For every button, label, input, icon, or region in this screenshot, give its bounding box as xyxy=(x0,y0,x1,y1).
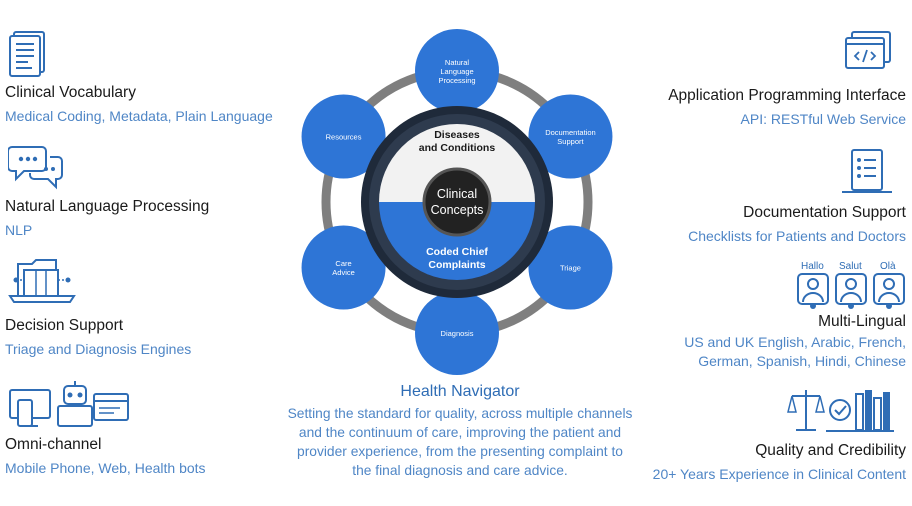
outer-node-label: Resources xyxy=(326,133,362,142)
outer-node xyxy=(528,225,613,310)
greeting-label: Hallo xyxy=(801,261,824,272)
outer-node-label: Documentation xyxy=(545,128,595,137)
feature-documentation-support: Documentation Support Checklists for Pat… xyxy=(688,204,906,246)
description-line: the final diagnosis and care advice. xyxy=(352,463,568,478)
outer-node-label: Processing xyxy=(438,76,475,85)
feature-omni-channel: Omni-channel Mobile Phone, Web, Health b… xyxy=(5,436,206,478)
outer-node-label: Diagnosis xyxy=(441,329,474,338)
devices-robot-icon xyxy=(9,381,129,427)
core-label-line-1: Clinical xyxy=(437,187,477,201)
lower-label-line-2: Complaints xyxy=(428,259,485,271)
outer-node xyxy=(301,94,386,179)
feature-multi-lingual: Multi-Lingual US and UK English, Arabic,… xyxy=(684,313,906,371)
core-circle xyxy=(422,167,492,237)
feature-title: Decision Support xyxy=(5,317,124,334)
feature-subtitle: Triage and Diagnosis Engines xyxy=(5,341,192,357)
outer-node-label: Care xyxy=(335,259,351,268)
outer-node-label: Triage xyxy=(560,264,581,273)
outer-node xyxy=(415,291,499,375)
chat-bubbles-icon xyxy=(8,146,63,190)
health-navigator-diagram: NaturalLanguageProcessingDocumentationSu… xyxy=(301,29,613,375)
core-label-line-2: Concepts xyxy=(431,203,484,217)
people-speaking-icon xyxy=(797,273,905,309)
outer-node-label: Language xyxy=(440,67,473,76)
upper-label-line-1: Diseases xyxy=(434,129,480,141)
feature-subtitle: NLP xyxy=(5,222,33,238)
health-navigator-title: Health Navigator xyxy=(400,383,520,400)
outer-node-label: Support xyxy=(557,137,584,146)
feature-subtitle: Checklists for Patients and Doctors xyxy=(688,228,906,244)
feature-title: Documentation Support xyxy=(743,204,906,221)
feature-title: Omni-channel xyxy=(5,436,102,453)
feature-subtitle: Medical Coding, Metadata, Plain Language xyxy=(5,108,273,124)
upper-label-line-2: and Conditions xyxy=(419,142,496,154)
feature-subtitle: 20+ Years Experience in Clinical Content xyxy=(652,466,906,482)
feature-api: Application Programming Interface API: R… xyxy=(668,87,906,129)
feature-subtitle-line-2: German, Spanish, Hindi, Chinese xyxy=(698,353,906,369)
outer-node xyxy=(415,29,499,113)
outer-node xyxy=(528,94,613,179)
feature-clinical-vocabulary: Clinical Vocabulary Medical Coding, Meta… xyxy=(5,84,273,126)
feature-quality-credibility: Quality and Credibility 20+ Years Experi… xyxy=(653,442,906,484)
health-navigator-description: Health Navigator Setting the standard fo… xyxy=(270,383,650,480)
feature-subtitle: API: RESTful Web Service xyxy=(740,111,906,127)
description-line: Setting the standard for quality, across… xyxy=(287,406,633,421)
feature-title: Clinical Vocabulary xyxy=(5,84,136,101)
greeting-label: Olà xyxy=(880,261,896,272)
outer-node xyxy=(301,225,386,310)
outer-node-label: Advice xyxy=(332,268,355,277)
checklist-document-icon xyxy=(842,149,892,193)
code-window-icon xyxy=(845,31,891,69)
outer-node-label: Natural xyxy=(445,58,470,67)
feature-title: Multi-Lingual xyxy=(818,313,906,330)
feature-decision-support: Decision Support Triage and Diagnosis En… xyxy=(5,317,191,359)
feature-subtitle-line-1: US and UK English, Arabic, French, xyxy=(684,334,906,350)
feature-title: Application Programming Interface xyxy=(668,87,906,104)
lower-label-line-1: Coded Chief xyxy=(426,246,488,258)
description-line: provider experience, from the presenting… xyxy=(297,444,623,459)
feature-subtitle: Mobile Phone, Web, Health bots xyxy=(5,460,206,476)
feature-title: Quality and Credibility xyxy=(755,442,906,459)
description-line: and the continuum of care, improving the… xyxy=(298,425,622,440)
document-list-icon xyxy=(9,31,45,77)
scales-books-icon xyxy=(787,390,894,432)
folders-laptop-icon xyxy=(8,259,76,303)
feature-natural-language-processing: Natural Language Processing NLP xyxy=(5,198,209,240)
feature-title: Natural Language Processing xyxy=(5,198,210,215)
greeting-label: Salut xyxy=(839,261,862,272)
